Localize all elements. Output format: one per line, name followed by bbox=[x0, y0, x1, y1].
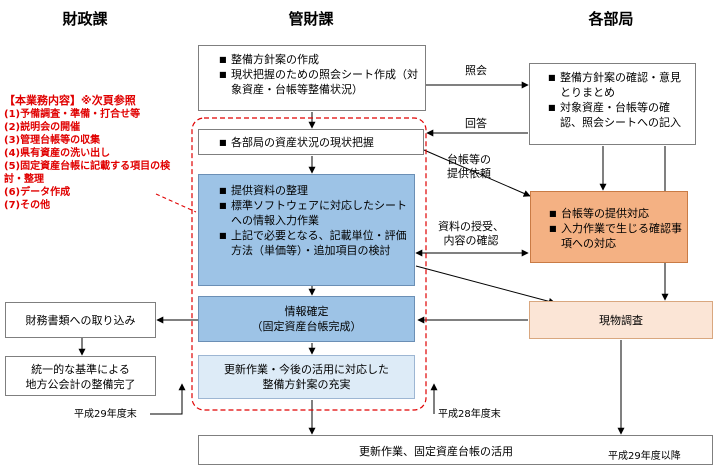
fin-docs-box: 財務書類への取り込み bbox=[5, 302, 156, 338]
uniform-line-2: 地方公会計の整備完了 bbox=[25, 378, 136, 391]
grasp-item: 各部局の資産状況の現状把握 bbox=[219, 135, 419, 150]
header-kanzai: 管財課 bbox=[288, 10, 334, 28]
bottom-label: 更新作業、固定資産台帳の活用 bbox=[359, 445, 513, 458]
header-kakubu: 各部局 bbox=[588, 10, 634, 28]
label-ledger-request-2: 提供依頼 bbox=[447, 167, 491, 180]
process-item-1: 提供資料の整理 bbox=[219, 183, 410, 198]
note-leader bbox=[155, 193, 197, 213]
policy-item-2: 現状把握のための照会シート作成（対象資産・台帳等整備状況） bbox=[219, 67, 419, 97]
finalize-box: 情報確定 （固定資産台帳完成） bbox=[198, 296, 415, 342]
policy-item-1: 整備方針案の作成 bbox=[219, 52, 419, 67]
dept-support-item-2: 入力作業で生じる確認事項への対応 bbox=[549, 221, 683, 251]
process-box: 提供資料の整理 標準ソフトウェアに対応したシートへの情報入力作業 上記で必要とな… bbox=[198, 174, 415, 286]
note-item-7: (7)その他 bbox=[4, 200, 51, 211]
label-ledger-request: 台帳等の 提供依頼 bbox=[436, 153, 502, 181]
label-exchange-1: 資料の授受、 bbox=[438, 220, 504, 233]
label-answer: 回答 bbox=[465, 117, 487, 130]
grasp-box: 各部局の資産状況の現状把握 bbox=[198, 129, 424, 155]
scope-region bbox=[191, 117, 427, 411]
finalize-line-1: 情報確定 bbox=[284, 305, 329, 318]
label-h29-after: 平成29年度以降 bbox=[608, 451, 681, 462]
label-exchange: 資料の授受、 内容の確認 bbox=[430, 220, 512, 248]
marker-h29 bbox=[150, 383, 186, 415]
note-item-5: (5)固定資産台帳に記載する項目の検討・整理 bbox=[4, 161, 171, 185]
note-item-2: (2)説明会の開催 bbox=[4, 122, 81, 133]
note-item-1: (1)予備調査・準備・打合せ等 bbox=[4, 109, 141, 120]
dept-review-item-2: 対象資産・台帳等の確認、照会シートへの記入 bbox=[548, 100, 691, 130]
bottom-box: 更新作業、固定資産台帳の活用 bbox=[198, 435, 713, 465]
finalize-line-2: （固定資産台帳完成） bbox=[251, 320, 362, 333]
label-h29: 平成29年度末 bbox=[74, 409, 137, 420]
note-title: 【本業務内容】※次頁参照 bbox=[4, 94, 136, 107]
uniform-box: 統一的な基準による 地方公会計の整備完了 bbox=[5, 356, 156, 396]
field-survey-box: 現物調査 bbox=[529, 301, 713, 339]
note-item-4: (4)県有資産の洗い出し bbox=[4, 148, 111, 159]
header-zaisei: 財政課 bbox=[62, 10, 108, 28]
policy-box: 整備方針案の作成 現状把握のための照会シート作成（対象資産・台帳等整備状況） bbox=[198, 45, 426, 111]
label-h28: 平成28年度末 bbox=[438, 409, 501, 420]
work-note: 【本業務内容】※次頁参照 (1)予備調査・準備・打合せ等 (2)説明会の開催 (… bbox=[4, 92, 184, 212]
note-item-6: (6)データ作成 bbox=[4, 187, 71, 198]
dept-review-box: 整備方針案の確認・意見とりまとめ 対象資産・台帳等の確認、照会シートへの記入 bbox=[529, 63, 696, 145]
process-item-3: 上記で必要となる、記載単位・評価方法（単価等）・追加項目の検討 bbox=[219, 228, 410, 258]
dept-support-item-1: 台帳等の提供対応 bbox=[549, 206, 683, 221]
update-policy-line-1: 更新作業・今後の活用に対応した bbox=[224, 363, 389, 376]
dept-review-item-1: 整備方針案の確認・意見とりまとめ bbox=[548, 70, 691, 100]
arrow-process-survey bbox=[415, 265, 556, 305]
process-item-2: 標準ソフトウェアに対応したシートへの情報入力作業 bbox=[219, 198, 410, 228]
note-item-3: (3)管理台帳等の収集 bbox=[4, 135, 101, 146]
update-policy-box: 更新作業・今後の活用に対応した 整備方針案の充実 bbox=[198, 355, 415, 399]
dept-support-box: 台帳等の提供対応 入力作業で生じる確認事項への対応 bbox=[530, 191, 688, 263]
uniform-line-1: 統一的な基準による bbox=[31, 363, 130, 376]
arrow-ledger-request bbox=[423, 149, 531, 197]
label-inquiry: 照会 bbox=[465, 64, 487, 77]
update-policy-line-2: 整備方針案の充実 bbox=[262, 378, 351, 391]
label-exchange-2: 内容の確認 bbox=[443, 234, 499, 247]
label-ledger-request-1: 台帳等の bbox=[447, 153, 491, 166]
